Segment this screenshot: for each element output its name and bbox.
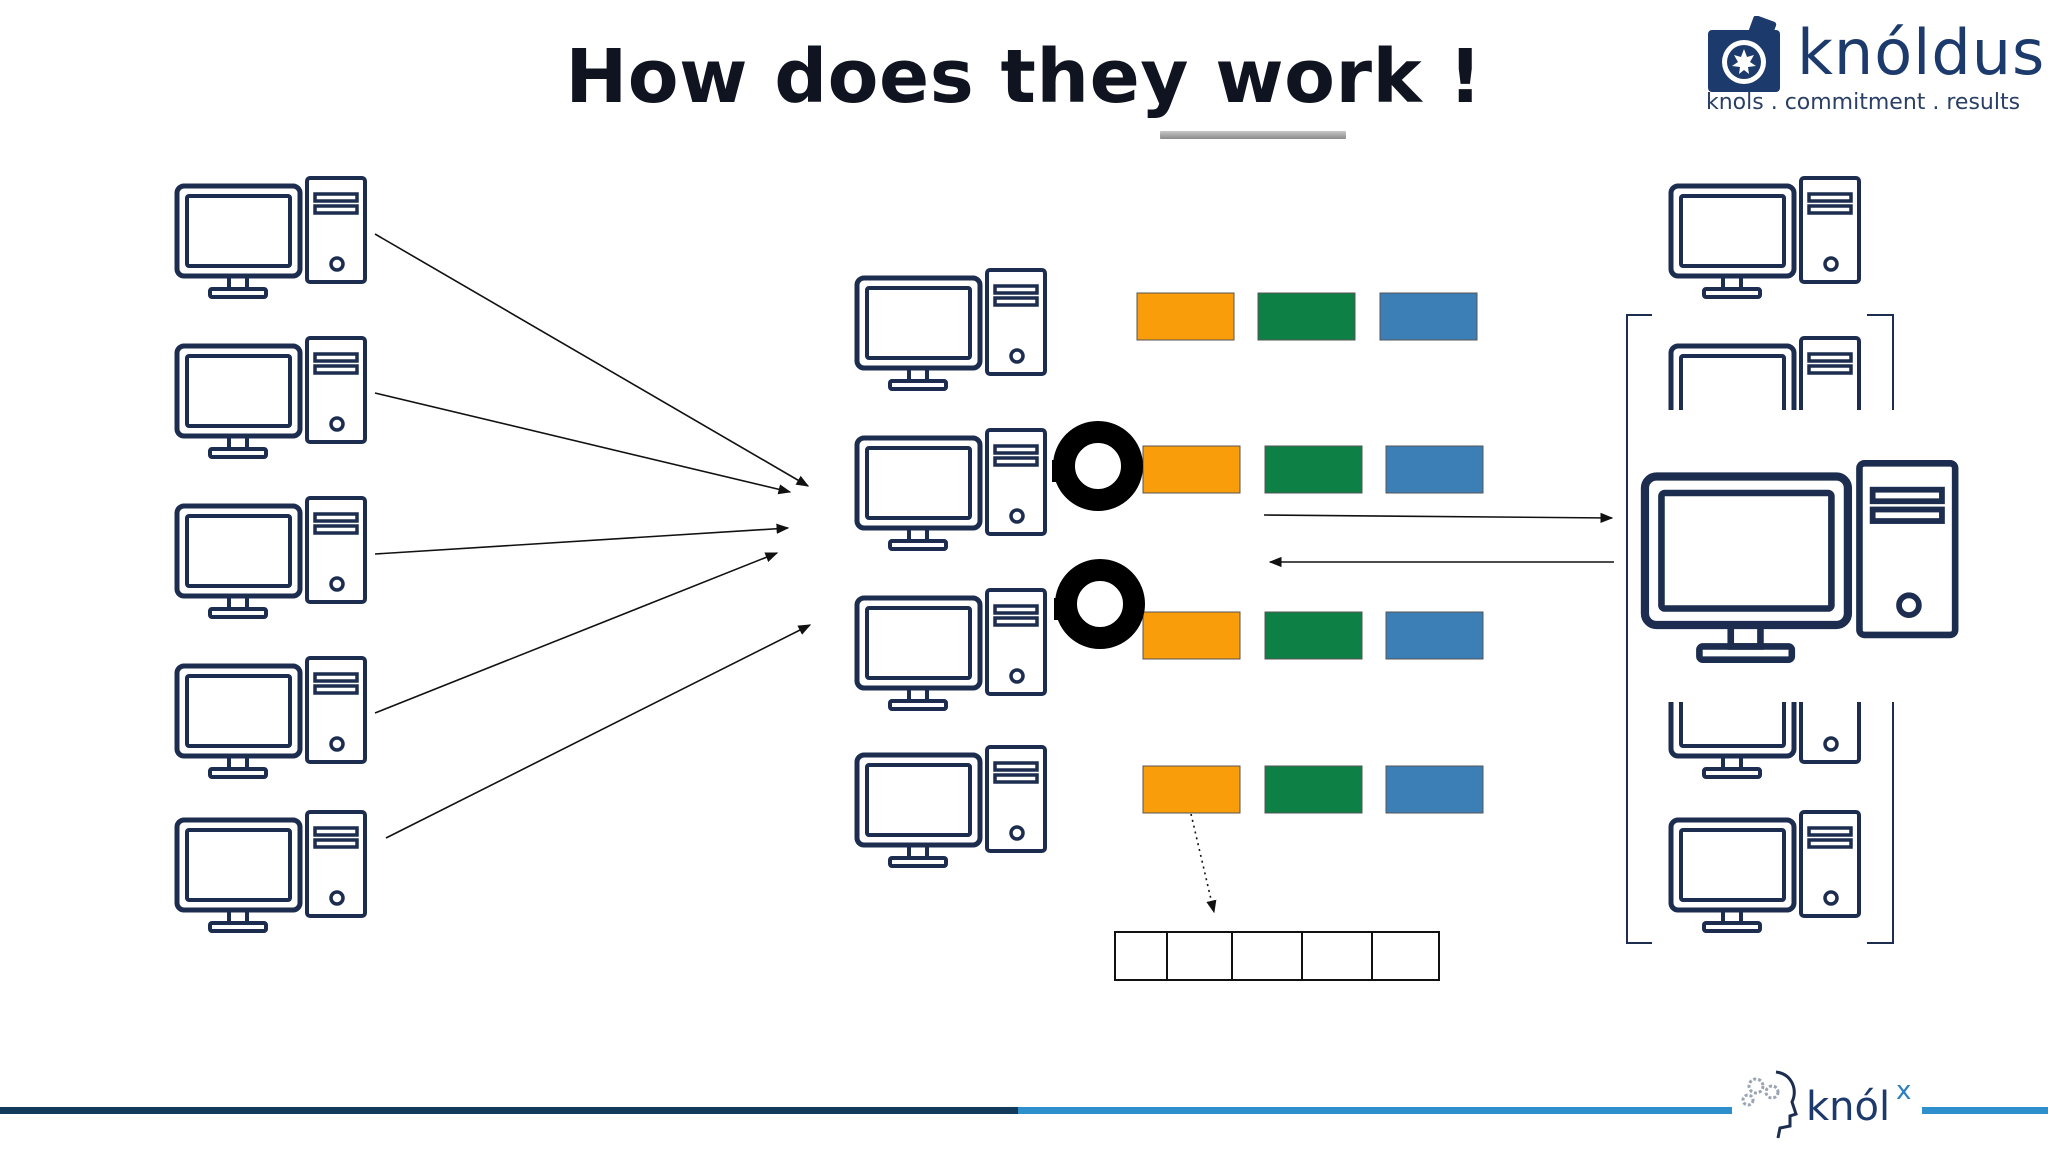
- producer-group: [177, 178, 365, 931]
- broker-computer-icon: [857, 590, 1045, 709]
- queue-blocks: [1136, 292, 1484, 814]
- knolx-mark: x: [1896, 1076, 1912, 1106]
- enlarged-consumer-panel: [1628, 410, 1988, 702]
- producer-arrows: [374, 233, 812, 839]
- broker-computer-icon: [857, 430, 1045, 549]
- orange-queue-block: [1142, 445, 1241, 494]
- consumer-computer-icon: [1671, 812, 1859, 931]
- logo-tagline: knols . commitment . results: [1706, 90, 2021, 115]
- ring-icon: [1055, 559, 1145, 649]
- title-underline: [1160, 131, 1346, 139]
- partition-log-cell: [1371, 931, 1440, 981]
- broker-computer-icon: [857, 270, 1045, 389]
- broker-computer-icon: [857, 747, 1045, 866]
- green-queue-block: [1264, 611, 1363, 660]
- knolx-wordmark: knól: [1806, 1084, 1891, 1130]
- ring-tab: [1052, 460, 1070, 482]
- page-title: How does they work !: [565, 34, 1483, 120]
- footer-bar-light: [1018, 1107, 2048, 1114]
- blue-queue-block: [1385, 765, 1484, 814]
- partition-log-cell: [1301, 931, 1373, 981]
- knoldus-logo-icon: [1708, 16, 1780, 92]
- head-gears-icon: [1741, 1070, 1798, 1139]
- footer-bar-dark: [0, 1107, 1018, 1114]
- ring-icon: [1053, 421, 1143, 511]
- request-arrow: [1263, 512, 1614, 524]
- producer-computer-icon: [177, 658, 365, 777]
- logo-wordmark: knóldus: [1797, 16, 2046, 89]
- producer-arrow: [374, 523, 790, 555]
- partition-log-cell: [1231, 931, 1303, 981]
- diagram-details: [0, 314, 2048, 1114]
- orange-queue-block: [1142, 765, 1241, 814]
- producer-arrow: [385, 624, 812, 839]
- orange-queue-block: [1142, 611, 1241, 660]
- green-queue-block: [1257, 292, 1356, 341]
- orange-queue-block: [1136, 292, 1235, 341]
- green-queue-block: [1264, 765, 1363, 814]
- partition-log-cell: [1166, 931, 1233, 981]
- producer-arrow: [374, 552, 779, 714]
- producer-computer-icon: [177, 812, 365, 931]
- producer-arrow: [374, 233, 810, 487]
- producer-computer-icon: [177, 338, 365, 457]
- producer-arrow: [374, 392, 792, 495]
- partition-log-cell: [1114, 931, 1168, 981]
- blue-queue-block: [1379, 292, 1478, 341]
- consumer-computer-icon: [1671, 178, 1859, 297]
- blue-queue-block: [1385, 611, 1484, 660]
- knolx-logo: knól x: [1732, 1050, 1922, 1150]
- ring-tab: [1054, 598, 1072, 620]
- dotted-arrow: [1190, 813, 1217, 914]
- producer-computer-icon: [177, 498, 365, 617]
- producer-computer-icon: [177, 178, 365, 297]
- broker-group: [857, 270, 1045, 866]
- green-queue-block: [1264, 445, 1363, 494]
- consumer-bracket-left: [1626, 314, 1652, 944]
- knoldus-logo: knóldus knols . commitment . results: [1700, 12, 2044, 122]
- blue-queue-block: [1385, 445, 1484, 494]
